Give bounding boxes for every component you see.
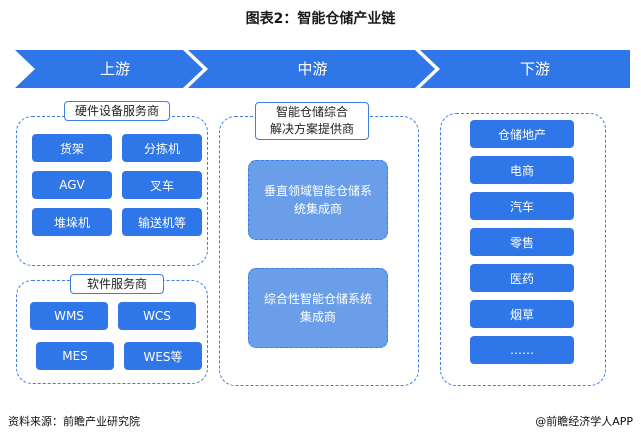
- software-item: MES: [36, 342, 114, 370]
- midstream-group-label: 智能仓储综合 解决方案提供商: [255, 102, 369, 140]
- hardware-item: 货架: [32, 134, 112, 162]
- software-item: WCS: [118, 302, 196, 330]
- downstream-item: 汽车: [470, 192, 574, 220]
- source-note: 资料来源：前瞻产业研究院: [8, 415, 140, 428]
- stage-label-downstream: 下游: [519, 60, 550, 78]
- stage-arrow-downstream: [420, 50, 630, 88]
- downstream-item: ……: [470, 336, 574, 364]
- hardware-item: 输送机等: [122, 208, 202, 236]
- software-group-label: 软件服务商: [70, 274, 164, 294]
- stage-label-upstream: 上游: [99, 60, 130, 78]
- stage-arrow-midstream: [188, 50, 435, 88]
- hardware-item: 分拣机: [122, 134, 202, 162]
- hardware-item: 堆垛机: [32, 208, 112, 236]
- midstream-item: 垂直领域智能仓储系 统集成商: [248, 160, 388, 240]
- downstream-item: 电商: [470, 156, 574, 184]
- midstream-item: 综合性智能仓储系统 集成商: [248, 268, 388, 348]
- downstream-item: 零售: [470, 228, 574, 256]
- downstream-group: [440, 113, 606, 386]
- downstream-item: 医药: [470, 264, 574, 292]
- stage-arrows: [15, 50, 630, 88]
- hardware-group-label: 硬件设备服务商: [64, 101, 170, 121]
- downstream-item: 烟草: [470, 300, 574, 328]
- hardware-item: AGV: [32, 171, 112, 199]
- brand-note: @前瞻经济学人APP: [535, 415, 633, 428]
- downstream-item: 仓储地产: [470, 120, 574, 148]
- hardware-item: 叉车: [122, 171, 202, 199]
- stage-arrow-upstream: [15, 50, 203, 88]
- software-item: WMS: [30, 302, 108, 330]
- diagram-title: 图表2：智能仓储产业链: [245, 11, 396, 27]
- stage-label-midstream: 中游: [297, 60, 328, 78]
- software-item: WES等: [124, 342, 202, 370]
